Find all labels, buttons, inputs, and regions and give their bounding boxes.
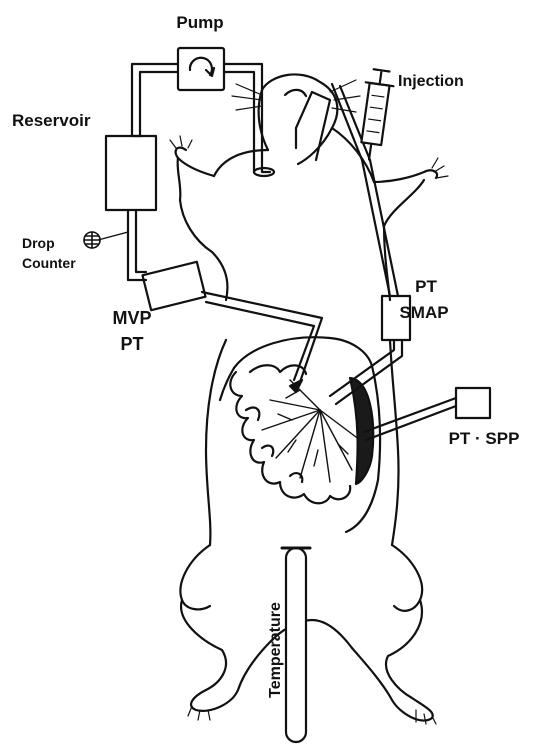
label-reservoir: Reservoir bbox=[12, 111, 91, 130]
label-injection: Injection bbox=[398, 73, 464, 90]
label-drop: Drop bbox=[22, 235, 55, 251]
label-mvp: MVP bbox=[112, 308, 151, 328]
label-temperature: Temperature bbox=[267, 602, 284, 698]
label-pt-left: PT bbox=[120, 334, 143, 354]
label-pump: Pump bbox=[176, 13, 223, 32]
label-smap: SMAP bbox=[399, 303, 448, 322]
mvp-pt-box bbox=[142, 262, 205, 310]
label-pt-top: PT bbox=[415, 277, 437, 296]
reservoir-box bbox=[106, 136, 156, 210]
perfusion-circuit bbox=[98, 48, 490, 742]
injection-syringe bbox=[355, 68, 395, 161]
drop-counter-icon bbox=[84, 232, 100, 248]
label-counter: Counter bbox=[22, 255, 76, 271]
pump-box bbox=[178, 48, 224, 90]
temperature-probe bbox=[286, 548, 306, 742]
label-pt-spp: PT · SPP bbox=[449, 429, 520, 448]
pt-spp-box bbox=[456, 388, 490, 418]
